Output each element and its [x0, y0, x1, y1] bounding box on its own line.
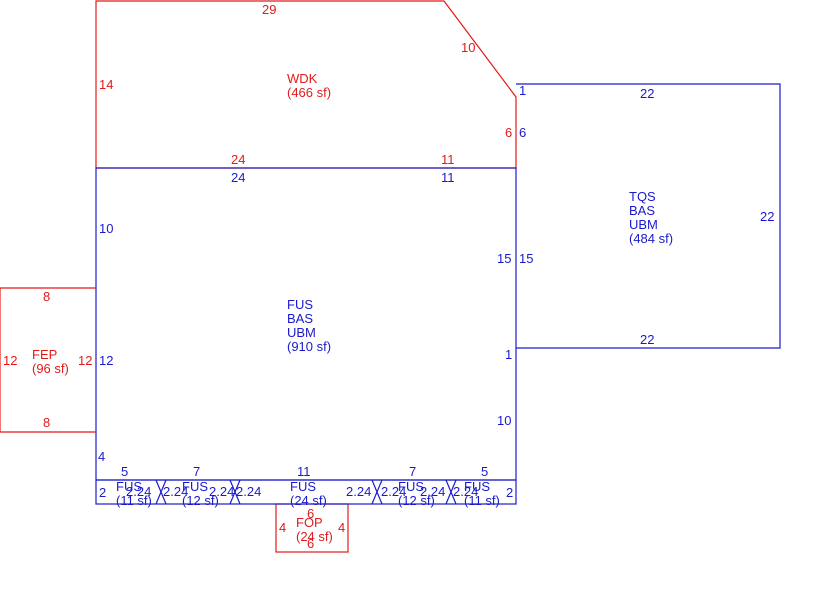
- strip-2-label: FUS: [182, 479, 208, 494]
- main-dim-top-b: 11: [441, 170, 455, 185]
- strip-diag-dim-4: 2.24: [236, 484, 261, 499]
- fop-dim-left: 4: [279, 520, 286, 535]
- main-area-label-3: UBM: [287, 325, 316, 340]
- strip-5-sf: (11 sf): [464, 493, 500, 508]
- fop-dim-bottom: 6: [307, 536, 314, 551]
- strip-dim-side-right: 2: [506, 485, 513, 500]
- tqs-dim-bottom: 22: [640, 332, 654, 347]
- main-dim-left-mid: 12: [99, 353, 113, 368]
- tqs-dim-left-top: 6: [519, 125, 526, 140]
- tqs-dim-left: 15: [519, 251, 533, 266]
- main-area-label-1: FUS: [287, 297, 313, 312]
- strip-3-sf: (24 sf): [290, 493, 327, 508]
- strip-dim-top-3: 11: [297, 464, 311, 479]
- fop-dim-right: 4: [338, 520, 345, 535]
- wdk-dim-left: 14: [99, 77, 113, 92]
- strip-1-label: FUS: [116, 479, 142, 494]
- fep-dim-right: 12: [78, 353, 92, 368]
- strip-5-label: FUS: [464, 479, 490, 494]
- strip-4-sf: (12 sf): [398, 493, 435, 508]
- main-area-sf: (910 sf): [287, 339, 331, 354]
- wdk-dim-top: 29: [262, 2, 276, 17]
- strip-divider-2: [155, 479, 167, 505]
- strip-dim-side-left: 2: [99, 485, 106, 500]
- strip-4-label: FUS: [398, 479, 424, 494]
- strip-divider-8: [445, 479, 457, 505]
- wdk-dim-bottom-b: 11: [441, 152, 455, 167]
- fep-label: FEP: [32, 347, 57, 362]
- tqs-dim-top: 22: [640, 86, 654, 101]
- fep-dim-left: 12: [3, 353, 17, 368]
- main-area-label-2: BAS: [287, 311, 313, 326]
- main-dim-top-a: 24: [231, 170, 245, 185]
- fep-outline: [0, 287, 96, 433]
- tqs-label-1: TQS: [629, 189, 656, 204]
- tqs-dim-corner: 1: [519, 83, 526, 98]
- tqs-outline: [516, 83, 781, 349]
- main-dim-right-a: 15: [497, 251, 511, 266]
- tqs-label-2: BAS: [629, 203, 655, 218]
- main-dim-right-b: 1: [505, 347, 512, 362]
- wdk-outline: [95, 0, 517, 168]
- strip-diag-dim-6: 2.24: [381, 484, 406, 499]
- strip-dim-top-1: 5: [121, 464, 128, 479]
- main-dim-right-c: 10: [497, 413, 511, 428]
- strip-dim-top-2: 7: [193, 464, 200, 479]
- strip-2-sf: (12 sf): [182, 493, 219, 508]
- main-dim-left-lower: 4: [98, 449, 105, 464]
- strip-diag-dim-2: 2.24: [163, 484, 188, 499]
- strip-dim-top-5: 5: [481, 464, 488, 479]
- strip-3-label: FUS: [290, 479, 316, 494]
- tqs-dim-right: 22: [760, 209, 774, 224]
- fop-dim-top: 6: [307, 506, 314, 521]
- fop-area-sf: (24 sf): [296, 529, 333, 544]
- wdk-dim-right: 6: [505, 125, 512, 140]
- tqs-label-3: UBM: [629, 217, 658, 232]
- fop-label: FOP: [296, 515, 323, 530]
- strip-diag-dim-8: 2.24: [453, 484, 478, 499]
- strip-diag-dim-7: 2.24: [420, 484, 445, 499]
- strip-dim-top-4: 7: [409, 464, 416, 479]
- wdk-area: (466 sf): [287, 85, 331, 100]
- wdk-dim-bottom-a: 24: [231, 152, 245, 167]
- fus-strip-outline: [95, 479, 517, 505]
- fep-area-sf: (96 sf): [32, 361, 69, 376]
- fep-dim-top: 8: [43, 289, 50, 304]
- strip-divider-4: [229, 479, 241, 505]
- strip-1-sf: (11 sf): [116, 493, 152, 508]
- strip-diag-dim-1: 2.24: [126, 484, 151, 499]
- fep-dim-bottom: 8: [43, 415, 50, 430]
- wdk-label: WDK: [287, 71, 318, 86]
- wdk-dim-diagonal: 10: [461, 40, 475, 55]
- tqs-area-sf: (484 sf): [629, 231, 673, 246]
- main-dim-left-upper: 10: [99, 221, 113, 236]
- strip-diag-dim-3: 2.24: [209, 484, 234, 499]
- strip-divider-6: [371, 479, 383, 505]
- strip-diag-dim-5: 2.24: [346, 484, 371, 499]
